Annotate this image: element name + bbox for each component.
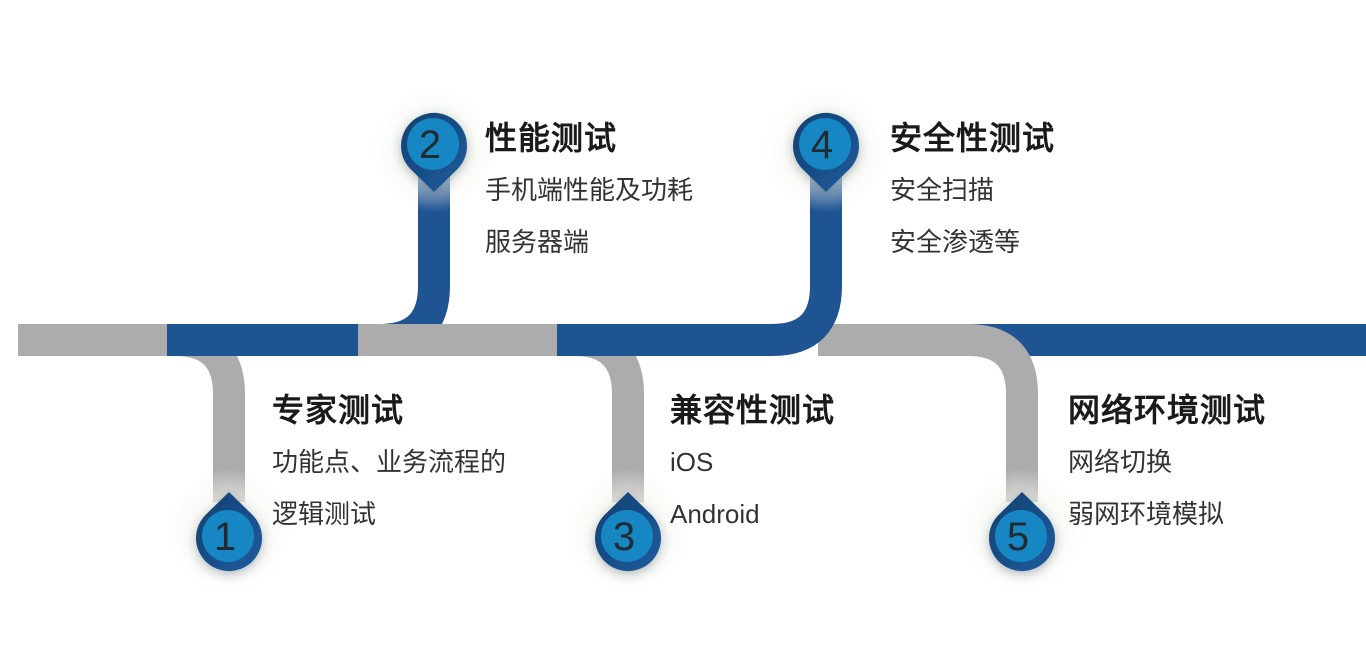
stage-block-2: 性能测试 手机端性能及功耗 服务器端 (485, 118, 693, 258)
stage-5-title: 网络环境测试 (1068, 392, 1267, 428)
pin-5-inner-circle (995, 510, 1047, 562)
stage-1-detail-line-2: 逻辑测试 (272, 499, 377, 529)
stage-2-detail-line-2: 服务器端 (485, 227, 590, 257)
milestone-pins (196, 112, 1056, 572)
road-network (18, 152, 1366, 502)
stage-5-detail-line-2: 弱网环境模拟 (1068, 499, 1225, 529)
milestone-number-5: 5 (1007, 515, 1029, 559)
stage-3-detail-line-1: iOS (670, 447, 714, 477)
stage-block-3: 兼容性测试 iOS Android (670, 390, 835, 530)
pin-1-inner-circle (202, 510, 254, 562)
stage-4-detail-line-2: 安全渗透等 (890, 227, 1021, 257)
road-branch-stop4-blue (557, 152, 842, 356)
milestone-number-2: 2 (419, 123, 441, 167)
milestone-number-3: 3 (613, 515, 635, 559)
road-branch-stop5-gray (818, 324, 1038, 502)
stage-4-detail-line-1: 安全扫描 (890, 175, 995, 205)
milestone-number-1: 1 (214, 515, 236, 559)
pin-4-inner-circle (799, 118, 851, 170)
stage-block-5: 网络环境测试 网络切换 弱网环境模拟 (1068, 390, 1266, 530)
pin-2-inner-circle (407, 118, 459, 170)
milestone-numbers: 1 2 3 4 5 (214, 123, 1029, 559)
stage-2-detail-line-1: 手机端性能及功耗 (485, 175, 694, 205)
stage-2-title: 性能测试 (485, 120, 618, 156)
stage-1-title: 专家测试 (272, 392, 405, 428)
stage-block-4: 安全性测试 安全扫描 安全渗透等 (890, 118, 1055, 258)
stage-5-detail-line-1: 网络切换 (1068, 447, 1173, 477)
stage-1-detail-line-1: 功能点、业务流程的 (272, 447, 507, 477)
pin-3-inner-circle (601, 510, 653, 562)
stage-block-1: 专家测试 功能点、业务流程的 逻辑测试 (272, 390, 506, 530)
stage-4-title: 安全性测试 (890, 120, 1056, 156)
milestone-number-4: 4 (811, 123, 833, 167)
stage-3-detail-line-2: Android (670, 499, 760, 529)
stage-3-title: 兼容性测试 (670, 392, 836, 428)
